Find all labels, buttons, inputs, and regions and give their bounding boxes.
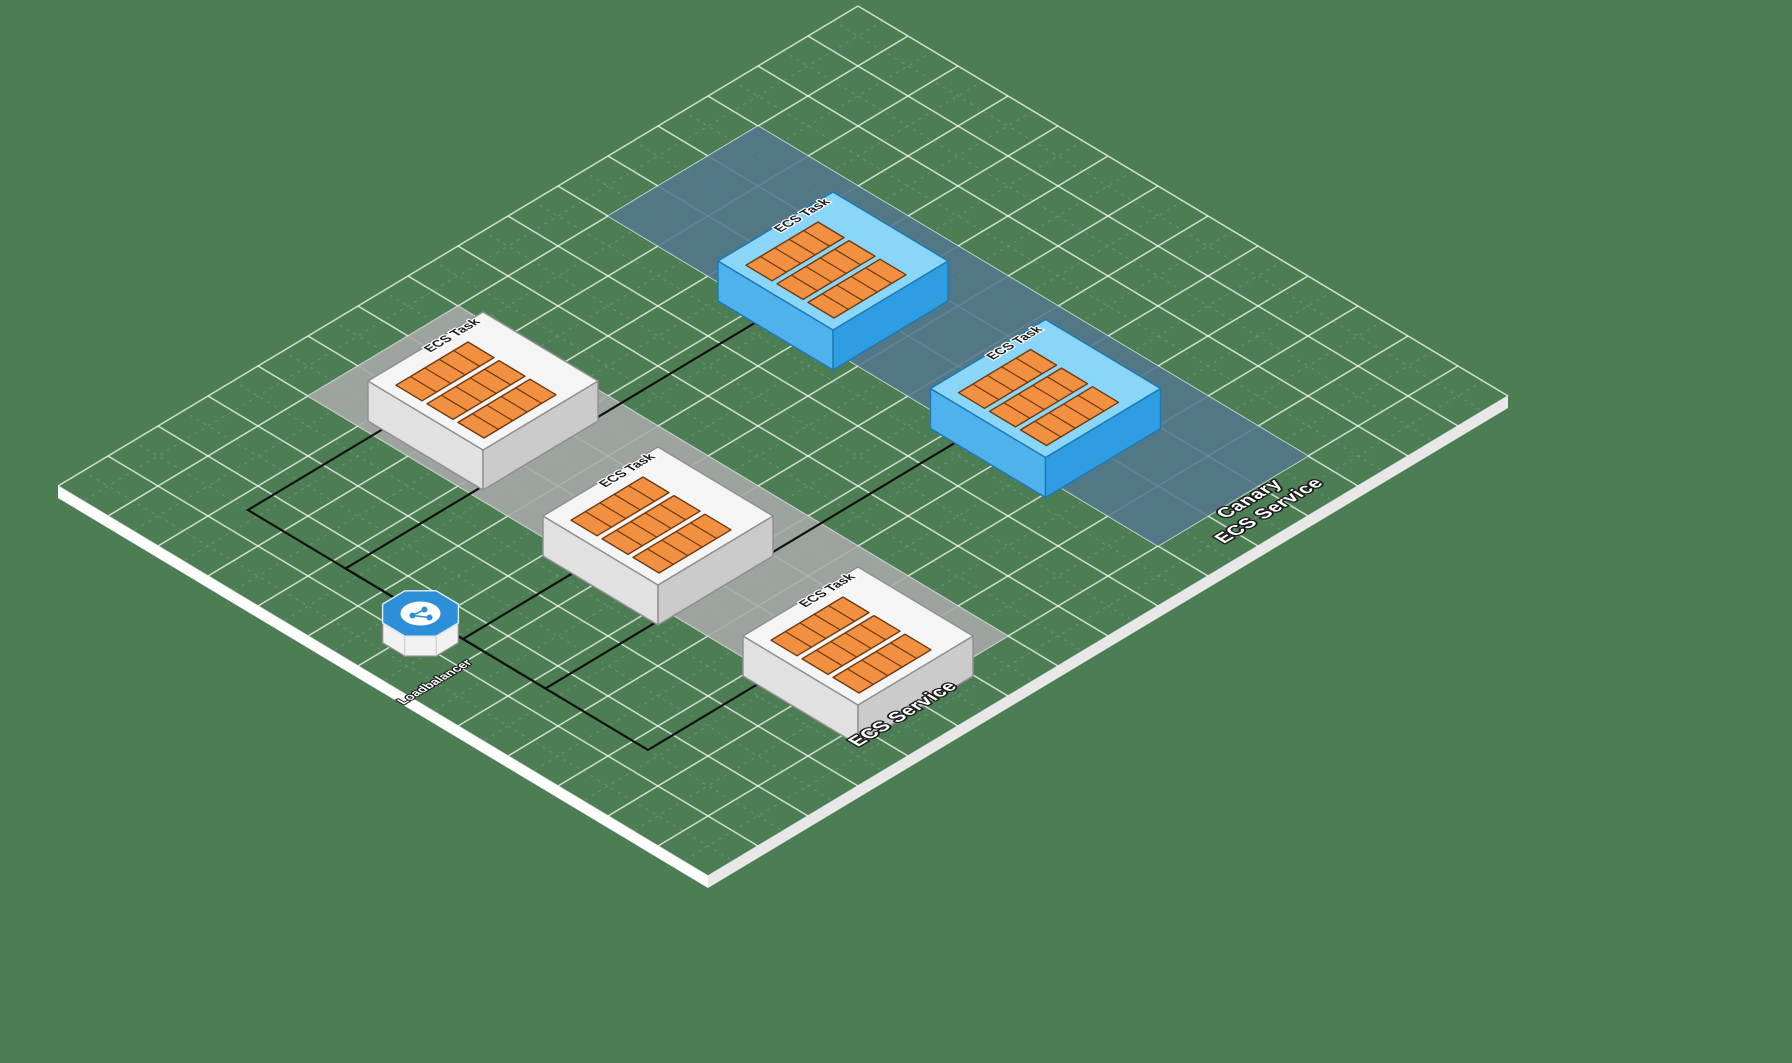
container-icon [426,359,526,421]
container-icon [570,476,670,537]
connector-lb-to-ecs-task-3 [419,612,781,752]
container-icon [807,258,907,319]
container-icon [988,367,1089,428]
share-nodes-icon [400,601,441,626]
isometric-grid [57,5,1509,877]
container-icon [395,341,495,402]
node-canary-ecs-task-2[interactable]: ECS Task [929,318,1162,499]
container-icon [1019,386,1120,447]
container-icon [457,378,557,439]
container-icon [776,239,876,301]
container-icon [632,513,732,574]
node-ecs-task-1[interactable]: ECS Task [367,311,599,491]
platform-edge [58,396,1508,888]
container-icon [801,614,901,676]
node-ecs-task-2[interactable]: ECS Task [542,446,774,626]
connector-lb-to-ecs-task-1 [245,417,422,615]
container-icon [745,221,845,282]
container-icon [957,348,1058,409]
container-icon [601,494,701,556]
container-icon [770,596,870,657]
container-icon [832,633,932,694]
